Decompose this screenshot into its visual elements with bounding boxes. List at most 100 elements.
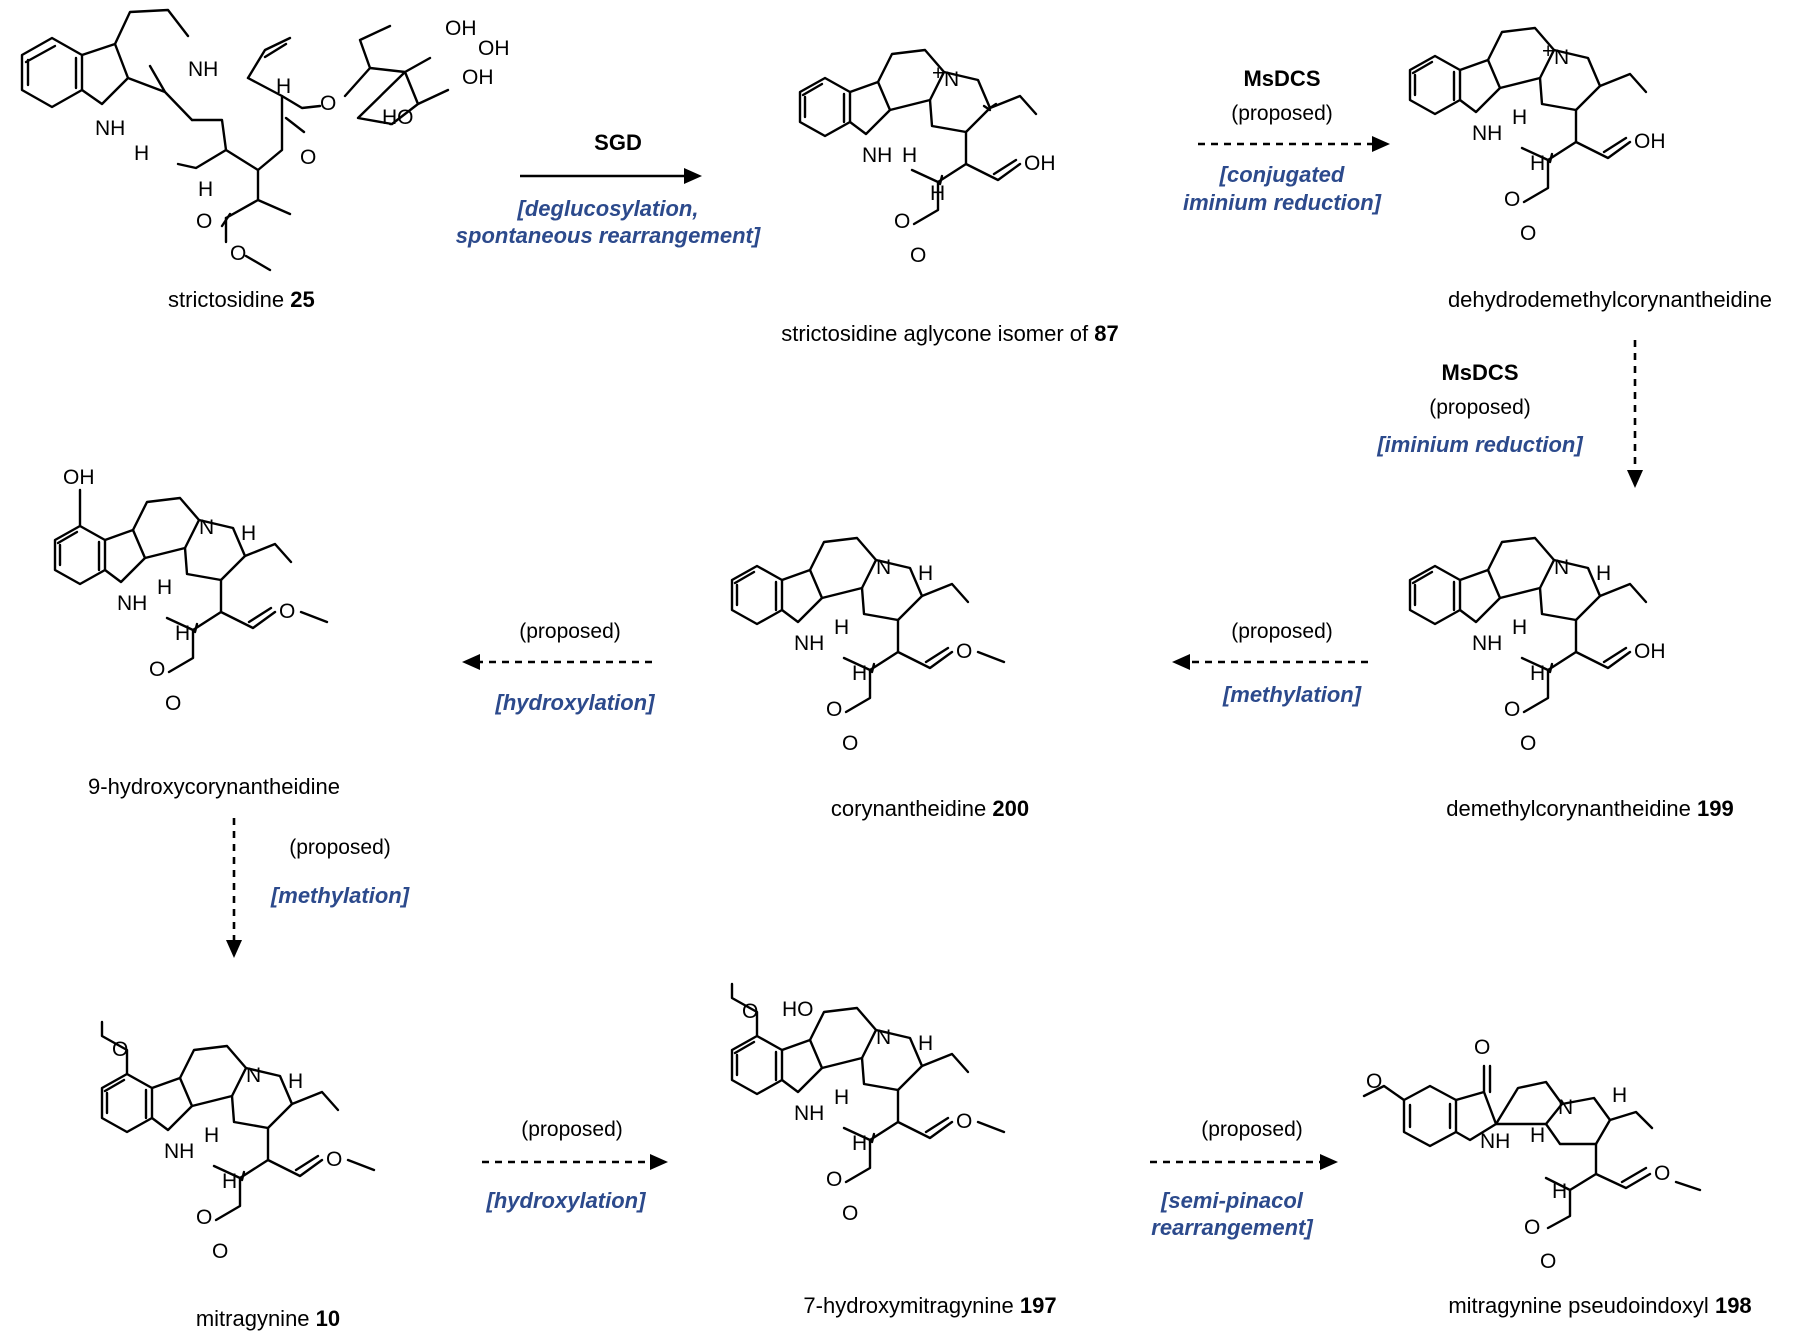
atom-o: O: [326, 1148, 342, 1171]
atom-o: O: [1540, 1250, 1556, 1273]
atom-h: H: [1552, 1180, 1567, 1203]
atom-h: H: [288, 1070, 303, 1093]
compound-mitragynine: O NH N H H H O O O: [100, 1020, 376, 1263]
atom-nh: NH: [794, 632, 824, 655]
annotation: [iminium reduction]: [1376, 432, 1583, 457]
atom-o: O: [1474, 1036, 1490, 1059]
annotation: rearrangement]: [1151, 1215, 1313, 1240]
atom-n-plus: N: [944, 68, 959, 91]
compound-corynantheidine: NH N H H H O O O: [730, 536, 1006, 755]
atom-oh: OH: [63, 466, 95, 489]
atom-h: H: [157, 576, 172, 599]
atom-h: H: [134, 142, 149, 165]
step-msdcs-2: MsDCS (proposed) [iminium reduction]: [1376, 340, 1643, 488]
atom-o: O: [1520, 222, 1536, 245]
atom-o: O: [1520, 732, 1536, 755]
step-msdcs-1: MsDCS (proposed) [conjugated iminium red…: [1183, 66, 1390, 215]
atom-h: H: [930, 182, 945, 205]
compound-mitragynine-pseudoindoxyl: O O NH N H H H O O O: [1362, 1036, 1702, 1273]
atom-h: H: [852, 662, 867, 685]
label-demethylcorynantheidine: demethylcorynantheidine 199: [1446, 796, 1733, 821]
step-hydroxylation-1: (proposed) [hydroxylation]: [462, 620, 655, 715]
atom-o: O: [279, 600, 295, 623]
compound-9-hydroxycorynantheidine: OH NH N H H H O O O: [53, 466, 329, 715]
annotation: iminium reduction]: [1183, 190, 1382, 215]
atom-h: H: [1612, 1084, 1627, 1107]
annotation: [hydroxylation]: [495, 690, 656, 715]
atom-o: O: [1524, 1216, 1540, 1239]
atom-h: H: [241, 522, 256, 545]
step-semi-pinacol: (proposed) [semi-pinacol rearrangement]: [1150, 1118, 1338, 1240]
atom-nh: NH: [1480, 1130, 1510, 1153]
atom-o: O: [842, 1202, 858, 1225]
status-label: (proposed): [289, 836, 391, 859]
atom-o: O: [230, 242, 246, 265]
step-sgd: SGD [deglucosylation, spontaneous rearra…: [456, 130, 761, 248]
atom-nh: NH: [95, 117, 125, 140]
compound-strictosidine-aglycone: NH N + H H OH O O: [798, 48, 1056, 267]
atom-n: N: [199, 516, 214, 539]
atom-nh: NH: [1472, 122, 1502, 145]
atom-h: H: [204, 1124, 219, 1147]
compound-demethylcorynantheidine: NH N H H H OH O O: [1408, 536, 1666, 755]
status-label: (proposed): [519, 620, 621, 643]
annotation: [deglucosylation,: [517, 196, 699, 221]
status-label: (proposed): [1231, 620, 1333, 643]
step-methylation-1: (proposed) [methylation]: [1172, 620, 1368, 707]
atom-h: H: [902, 144, 917, 167]
atom-o: O: [112, 1038, 128, 1061]
label-7-hydroxymitragynine: 7-hydroxymitragynine 197: [803, 1293, 1056, 1318]
atom-h: H: [1596, 562, 1611, 585]
atom-o: O: [1504, 698, 1520, 721]
atom-oh: OH: [1024, 152, 1056, 175]
atom-h: H: [1530, 662, 1545, 685]
atom-nh: NH: [164, 1140, 194, 1163]
compound-dehydrodemethylcorynantheidine: NH N + H H OH O O: [1408, 26, 1666, 245]
label-dehydrodemethylcorynantheidine: dehydrodemethylcorynantheidine: [1448, 287, 1772, 312]
atom-h: H: [276, 75, 291, 98]
atom-o: O: [165, 692, 181, 715]
atom-n-plus: N: [1554, 46, 1569, 69]
atom-o: O: [196, 210, 212, 233]
atom-n: N: [1554, 556, 1569, 579]
status-label: (proposed): [1231, 102, 1333, 125]
atom-h: H: [834, 616, 849, 639]
atom-h: H: [918, 1032, 933, 1055]
atom-n: N: [876, 1026, 891, 1049]
atom-o: O: [320, 92, 336, 115]
atom-oh: OH: [445, 17, 477, 40]
compound-strictosidine: NH NH H H H O O O O OH OH OH HO strictos…: [20, 8, 510, 312]
annotation: [hydroxylation]: [486, 1188, 647, 1213]
atom-nh: NH: [117, 592, 147, 615]
label-strictosidine-aglycone: strictosidine aglycone isomer of 87: [781, 321, 1119, 346]
annotation: [methylation]: [1222, 682, 1362, 707]
atom-nh: NH: [862, 144, 892, 167]
atom-o: O: [826, 698, 842, 721]
atom-n: N: [876, 556, 891, 579]
status-label: (proposed): [1429, 396, 1531, 419]
annotation: [methylation]: [270, 883, 410, 908]
atom-ho: HO: [382, 106, 414, 129]
annotation: [semi-pinacol: [1160, 1188, 1304, 1213]
atom-h: H: [198, 178, 213, 201]
atom-h: H: [1512, 106, 1527, 129]
atom-h: H: [834, 1086, 849, 1109]
atom-oh: OH: [478, 37, 510, 60]
atom-plus: +: [932, 62, 944, 85]
label-mitragynine-pseudoindoxyl: mitragynine pseudoindoxyl 198: [1448, 1293, 1751, 1318]
compound-7-hydroxymitragynine: O HO NH N H H H O O O: [730, 982, 1006, 1225]
atom-h: H: [175, 622, 190, 645]
label-9-hydroxycorynantheidine: 9-hydroxycorynantheidine: [88, 774, 340, 799]
atom-n: N: [1558, 1096, 1573, 1119]
atom-o: O: [826, 1168, 842, 1191]
atom-o: O: [300, 146, 316, 169]
step-methylation-2: (proposed) [methylation]: [226, 818, 410, 958]
atom-o: O: [842, 732, 858, 755]
atom-ho: HO: [782, 998, 814, 1021]
label-strictosidine: strictosidine 25: [168, 287, 315, 312]
atom-o: O: [149, 658, 165, 681]
atom-h: H: [852, 1132, 867, 1155]
atom-o: O: [956, 640, 972, 663]
status-label: (proposed): [521, 1118, 623, 1141]
